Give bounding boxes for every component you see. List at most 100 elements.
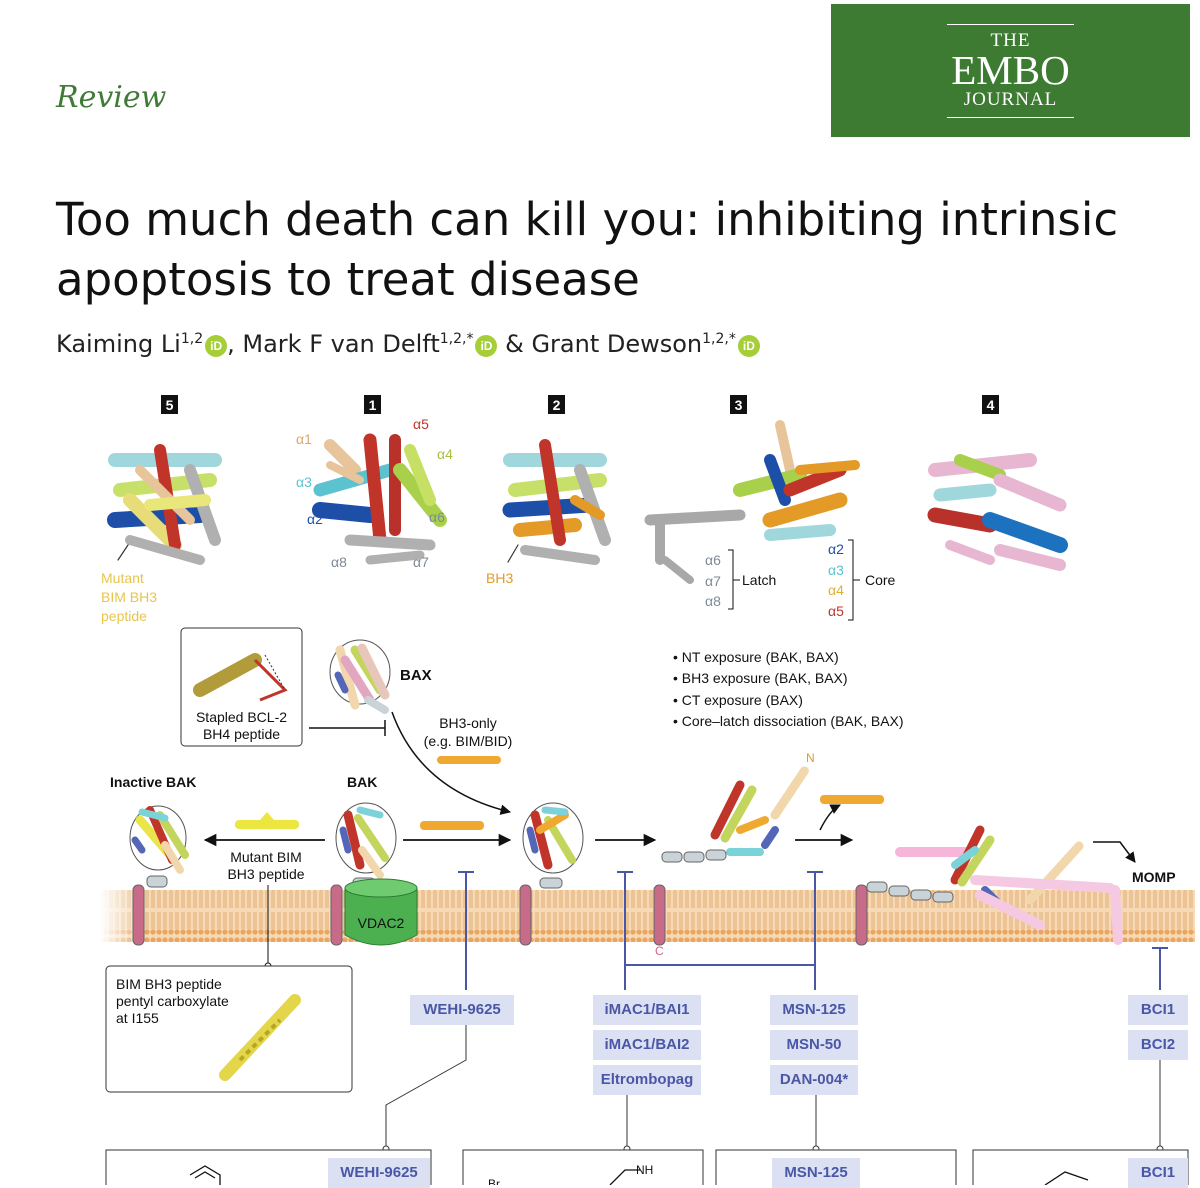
protein-structure-2 [502, 439, 611, 565]
mutant-bim-label-1: Mutant BIM [230, 849, 302, 865]
svg-text:• BH3 exposure (BAK, BAX): • BH3 exposure (BAK, BAX) [673, 670, 848, 686]
inhibitor-dan-004: DAN-004* [770, 1065, 858, 1095]
title-line-1: Too much death can kill you: inhibiting … [56, 193, 1119, 246]
svg-text:BIM BH3 peptide: BIM BH3 peptide [116, 976, 222, 992]
structure-label-wehi-9625: WEHI-9625 [328, 1158, 430, 1188]
connector-lines [385, 1025, 1161, 1148]
protein-structure-5 [107, 444, 222, 565]
bax-label: BAX [400, 667, 432, 684]
bim-peptide-box: BIM BH3 peptide pentyl carboxylate at I1… [105, 965, 353, 1093]
activation-arrow [391, 711, 512, 815]
svg-text:• CT exposure (BAX): • CT exposure (BAX) [673, 692, 803, 708]
author-separator: , [227, 330, 243, 358]
latch-core-labels: α6 α7 α8 Latch α2 α3 α4 α5 Core [705, 539, 896, 621]
svg-text:peptide: peptide [101, 608, 147, 624]
svg-text:α7: α7 [705, 573, 721, 589]
inhibitor-bci2: BCI2 [1128, 1030, 1188, 1060]
svg-text:α4: α4 [437, 446, 453, 462]
author-affiliation: 1,2,* [702, 331, 736, 347]
author-name: Kaiming Li [56, 330, 181, 358]
inhibitor-lines [458, 871, 1168, 990]
chem-sketches [189, 1165, 1089, 1185]
mutant-bim-label-2: BH3 peptide [227, 866, 304, 882]
svg-text:α5: α5 [828, 603, 844, 619]
released-bh3-peptide [820, 795, 884, 804]
svg-text:α7: α7 [413, 554, 429, 570]
svg-text:Mutant: Mutant [101, 570, 144, 586]
momp-arrow [1093, 841, 1136, 863]
mutant-bim-peptide [235, 820, 299, 829]
svg-text:α2: α2 [307, 511, 323, 527]
bh3-peptide [420, 821, 484, 830]
logo-line1: THE [990, 30, 1031, 51]
helix-labels-1: α1 α5 α4 α3 α2 α6 α8 α7 [296, 416, 453, 570]
inhibitor-bci1: BCI1 [1128, 995, 1188, 1025]
svg-text:α3: α3 [296, 474, 312, 490]
svg-text:α1: α1 [296, 431, 312, 447]
exposure-list: • NT exposure (BAK, BAX) • BH3 exposure … [673, 649, 904, 729]
article-title: Too much death can kill you: inhibiting … [56, 190, 1156, 310]
activated-bak-protein [519, 802, 584, 946]
mutant-bim-peptide-tip [260, 812, 274, 820]
svg-text:pentyl carboxylate: pentyl carboxylate [116, 993, 229, 1009]
author-affiliation: 1,2,* [439, 331, 474, 347]
protein-structure-3 [644, 420, 860, 584]
orcid-icon[interactable]: iD [737, 335, 760, 357]
panel-number: 4 [987, 397, 995, 413]
bh3-label: BH3 [486, 570, 513, 586]
svg-text:α2: α2 [828, 541, 844, 557]
svg-text:α4: α4 [828, 582, 844, 598]
svg-text:• Core–latch dissociation (BAK: • Core–latch dissociation (BAK, BAX) [673, 713, 904, 729]
journal-logo: THE EMBO JOURNAL [831, 4, 1190, 137]
svg-text:• NT exposure (BAK, BAX): • NT exposure (BAK, BAX) [673, 649, 839, 665]
structure-label-bci1: BCI1 [1128, 1158, 1188, 1188]
inhibitor-msn-125: MSN-125 [770, 995, 858, 1025]
vdac2-channel: VDAC2 [344, 878, 418, 946]
svg-text:α8: α8 [331, 554, 347, 570]
bak-oligomer [855, 825, 1123, 946]
section-label: Review [56, 80, 167, 115]
svg-text:α5: α5 [413, 416, 429, 432]
svg-text:α3: α3 [828, 562, 844, 578]
orcid-icon[interactable]: iD [475, 335, 498, 357]
panel-number: 2 [553, 397, 561, 413]
bh3only-label-1: BH3-only [439, 715, 497, 731]
inhibitor-eltrombopag: Eltrombopag [593, 1065, 701, 1095]
panel-number-boxes: 5 1 2 3 4 [161, 395, 999, 414]
chem-fragment-nh: NH [636, 1163, 653, 1177]
inactive-bak-protein [129, 805, 189, 946]
author-name: Mark F van Delft [242, 330, 440, 358]
author-affiliation: 1,2 [180, 331, 204, 347]
apoptosis-figure: 5 1 2 3 4 Mutant BIM BH3 peptide α1 [100, 395, 1195, 1185]
author-separator: & [497, 330, 532, 358]
panel-number: 3 [735, 397, 743, 413]
chem-fragment-br: Br [488, 1177, 500, 1185]
svg-text:α6: α6 [429, 509, 445, 525]
orcid-icon[interactable]: iD [205, 335, 228, 357]
inhibitor-imac1-bai2: iMAC1/BAI2 [593, 1030, 701, 1060]
protein-structure-1 [312, 433, 447, 565]
svg-text:α6: α6 [705, 552, 721, 568]
svg-text:BIM BH3: BIM BH3 [101, 589, 157, 605]
logo-line2: EMBO [951, 47, 1070, 93]
svg-text:VDAC2: VDAC2 [358, 915, 405, 931]
n-terminus-label: N [806, 751, 815, 765]
unfolded-bak-protein [653, 765, 810, 946]
c-terminus-label: C [655, 944, 664, 958]
bh3only-peptide [437, 756, 501, 764]
svg-text:at I155: at I155 [116, 1010, 159, 1026]
svg-text:α8: α8 [705, 593, 721, 609]
structure-label-msn-125: MSN-125 [772, 1158, 860, 1188]
inhibitor-wehi-9625: WEHI-9625 [410, 995, 514, 1025]
inactive-bak-label: Inactive BAK [110, 774, 196, 790]
svg-text:Core: Core [865, 572, 896, 588]
mutant-peptide-label: Mutant BIM BH3 peptide [101, 570, 157, 624]
svg-text:BH4 peptide: BH4 peptide [203, 726, 280, 742]
panel-number: 1 [369, 397, 377, 413]
bh3only-label-2: (e.g. BIM/BID) [424, 733, 513, 749]
stapled-bcl2-box: Stapled BCL-2 BH4 peptide [180, 627, 303, 747]
svg-text:Stapled BCL-2: Stapled BCL-2 [196, 709, 287, 725]
release-arrow [819, 804, 841, 831]
bax-protein [329, 639, 391, 714]
